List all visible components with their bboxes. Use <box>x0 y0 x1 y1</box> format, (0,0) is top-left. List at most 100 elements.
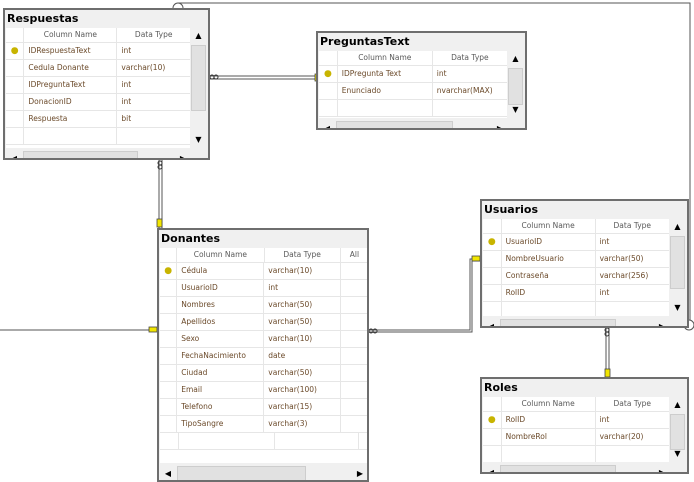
column-header[interactable]: Column Name <box>24 28 118 42</box>
table-title[interactable]: PreguntasText <box>318 33 525 50</box>
row-selector[interactable] <box>6 94 25 110</box>
empty-row[interactable] <box>483 446 670 462</box>
column-name[interactable]: Sexo <box>177 331 265 347</box>
empty-row[interactable] <box>483 302 670 316</box>
data-type[interactable]: int <box>596 285 670 301</box>
column-header[interactable]: Column Name <box>177 248 265 262</box>
data-type[interactable]: int <box>596 234 670 250</box>
column-name[interactable]: IDPreguntaText <box>24 77 118 93</box>
arrow-right-icon[interactable]: ▶ <box>658 468 666 474</box>
table-title[interactable]: Roles <box>482 379 687 396</box>
arrow-left-icon[interactable]: ◀ <box>323 124 331 130</box>
arrow-left-icon[interactable]: ◀ <box>10 154 18 160</box>
data-type[interactable]: date <box>264 348 341 364</box>
column-name[interactable]: NombreRol <box>502 429 596 445</box>
empty-row[interactable] <box>160 433 367 450</box>
arrow-left-icon[interactable]: ◀ <box>487 322 495 328</box>
scroll-thumb[interactable] <box>670 236 685 290</box>
column-name[interactable]: Respuesta <box>24 111 118 127</box>
scroll-thumb[interactable] <box>191 45 206 111</box>
column-header[interactable]: Data Type <box>265 248 341 262</box>
column-name[interactable]: Ciudad <box>177 365 265 381</box>
data-type[interactable]: varchar(20) <box>596 429 670 445</box>
data-type[interactable]: int <box>117 94 191 110</box>
arrow-down-icon[interactable]: ▼ <box>674 449 681 458</box>
horizontal-scrollbar[interactable]: ◀ ▶ <box>483 464 670 474</box>
scroll-thumb[interactable] <box>500 319 616 326</box>
data-type[interactable]: varchar(50) <box>264 365 341 381</box>
data-type[interactable]: varchar(100) <box>264 382 341 398</box>
allow-nulls[interactable] <box>341 416 367 432</box>
column-name[interactable]: Email <box>177 382 265 398</box>
column-name[interactable]: Apellidos <box>177 314 265 330</box>
row-selector[interactable] <box>160 416 178 432</box>
arrow-right-icon[interactable]: ▶ <box>356 469 364 478</box>
row-selector[interactable] <box>483 285 502 301</box>
column-header[interactable]: Data Type <box>117 28 191 42</box>
column-name[interactable]: Cedula Donante <box>24 60 118 76</box>
horizontal-scrollbar[interactable]: ◀ ▶ <box>6 150 191 160</box>
row-selector[interactable] <box>160 280 178 296</box>
column-name[interactable]: UsuarioID <box>177 280 265 296</box>
horizontal-scrollbar[interactable]: ◀ ▶ <box>483 318 670 328</box>
column-header[interactable]: Column Name <box>502 397 596 411</box>
data-type[interactable]: bit <box>117 111 191 127</box>
allow-nulls[interactable] <box>341 263 367 279</box>
arrow-down-icon[interactable]: ▼ <box>195 135 202 144</box>
column-name[interactable]: TipoSangre <box>177 416 265 432</box>
allow-nulls[interactable] <box>341 365 367 381</box>
data-type[interactable]: int <box>596 412 670 428</box>
scroll-thumb[interactable] <box>177 466 306 480</box>
allow-nulls[interactable] <box>341 331 367 347</box>
column-name[interactable]: IDRespuestaText <box>24 43 118 59</box>
column-name[interactable]: Cédula <box>177 263 265 279</box>
vertical-scrollbar[interactable]: ▲ ▼ <box>669 397 686 462</box>
column-name[interactable]: Nombres <box>177 297 265 313</box>
column-name[interactable]: Contraseña <box>502 268 596 284</box>
data-type[interactable]: int <box>433 66 508 82</box>
arrow-up-icon[interactable]: ▲ <box>512 54 519 63</box>
arrow-right-icon[interactable]: ▶ <box>179 154 187 160</box>
allow-nulls[interactable] <box>341 382 367 398</box>
row-selector[interactable] <box>483 268 502 284</box>
row-selector[interactable] <box>160 331 178 347</box>
column-header[interactable]: Column Name <box>338 51 433 65</box>
column-header[interactable]: Data Type <box>596 219 670 233</box>
row-selector[interactable] <box>6 60 25 76</box>
scroll-thumb[interactable] <box>336 121 454 128</box>
data-type[interactable]: varchar(10) <box>117 60 191 76</box>
horizontal-scrollbar[interactable]: ◀ ▶ <box>319 120 508 130</box>
arrow-up-icon[interactable]: ▲ <box>674 222 681 231</box>
row-selector[interactable] <box>319 83 338 99</box>
row-selector[interactable] <box>483 251 502 267</box>
arrow-left-icon[interactable]: ◀ <box>487 468 495 474</box>
data-type[interactable]: int <box>117 43 191 59</box>
vertical-scrollbar[interactable]: ▲ ▼ <box>507 51 524 118</box>
table-title[interactable]: Usuarios <box>482 201 687 218</box>
column-name[interactable]: UsuarioID <box>502 234 596 250</box>
row-selector[interactable]: ● <box>483 412 502 428</box>
scroll-thumb[interactable] <box>508 68 523 105</box>
arrow-right-icon[interactable]: ▶ <box>658 322 666 328</box>
row-selector[interactable]: ● <box>160 263 178 279</box>
scroll-thumb[interactable] <box>23 151 138 158</box>
column-name[interactable]: IDPregunta Text <box>338 66 433 82</box>
vertical-scrollbar[interactable]: ▲ ▼ <box>669 219 686 316</box>
